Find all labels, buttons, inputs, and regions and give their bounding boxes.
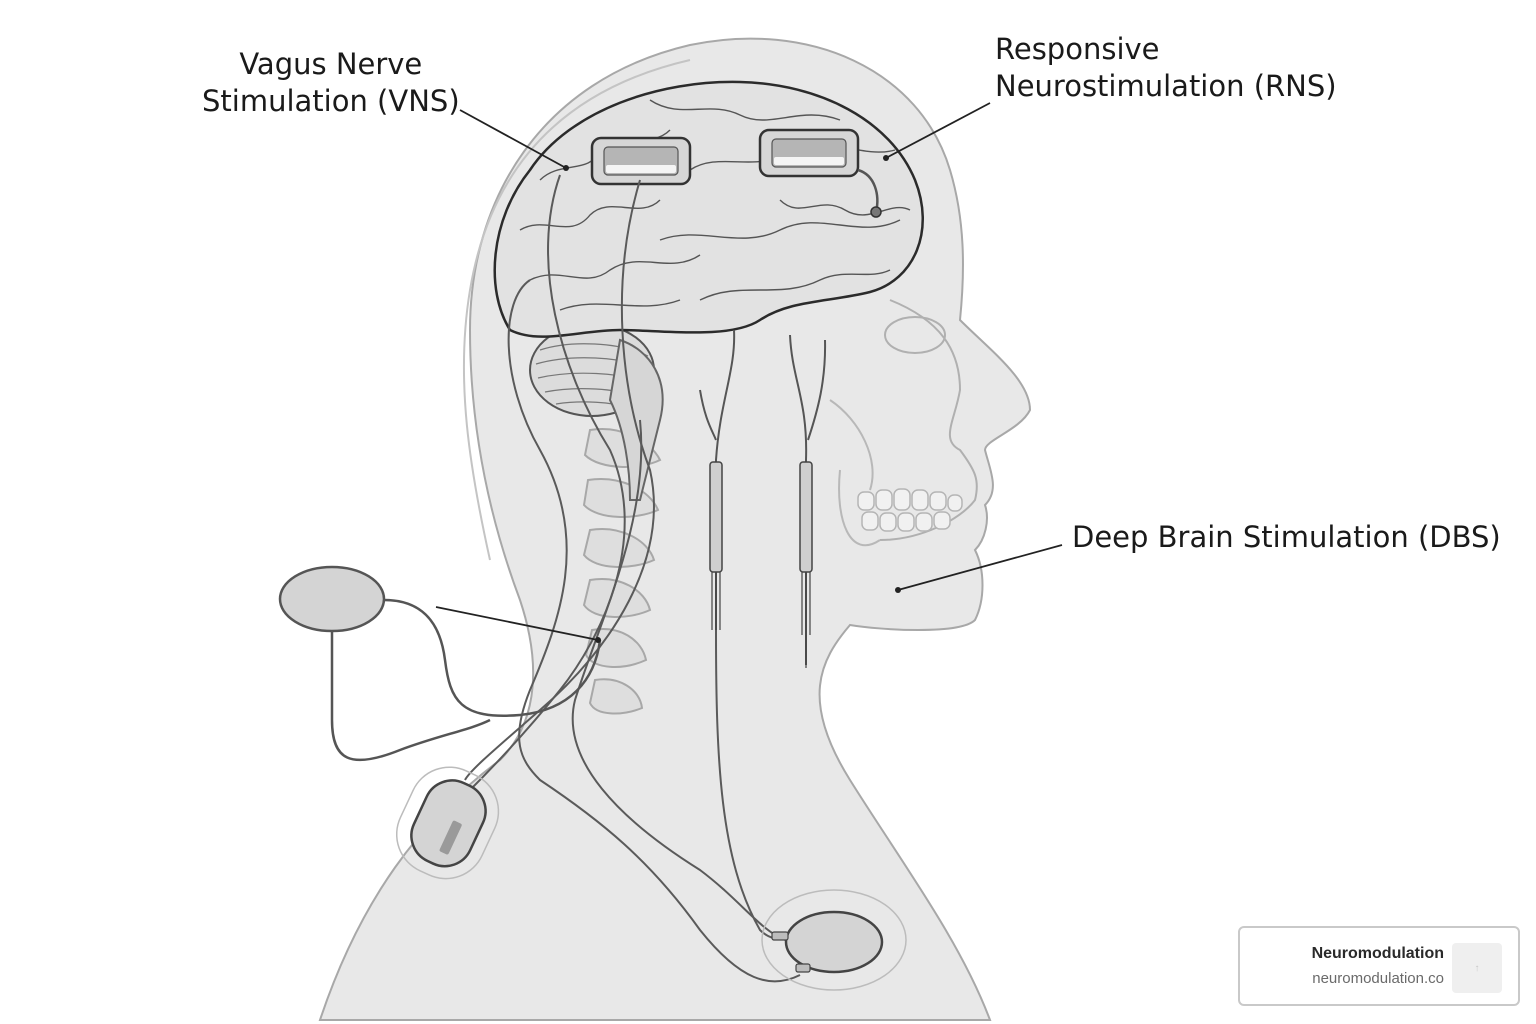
badge-url[interactable]: neuromodulation.co (1312, 970, 1444, 987)
dbs-electrode-right (799, 461, 813, 668)
label-vns-line2: Stimulation (VNS) (202, 84, 460, 118)
label-rns-line2: Neurostimulation (RNS) (995, 69, 1337, 103)
chest-device-upper (395, 766, 500, 880)
callout-lines (435, 102, 1063, 641)
badge-title: Neuromodulation (1311, 945, 1444, 962)
dbs-electrode-left (709, 461, 723, 630)
label-dbs: Deep Brain Stimulation (DBS) (1072, 520, 1501, 554)
lead-wires (464, 174, 801, 983)
dbs-leads (699, 329, 827, 665)
skin-contour (462, 59, 691, 561)
eye-socket (884, 316, 946, 354)
teeth (857, 488, 963, 532)
brainstem (608, 338, 664, 501)
rns-contact (870, 206, 882, 218)
jaw-line (829, 399, 881, 547)
vns-generator (278, 565, 602, 762)
label-vns-line1: Vagus Nerve (239, 47, 423, 81)
upload-arrow-icon: ↑ (1452, 943, 1502, 993)
rns-device-right (758, 128, 860, 178)
chest-device-lower (761, 889, 907, 991)
rns-device-left (590, 136, 692, 186)
label-rns: Responsive Neurostimulation (RNS) (995, 31, 1337, 105)
callout-dots (563, 155, 901, 643)
label-vns: Vagus Nerve Stimulation (VNS) (202, 46, 460, 120)
label-rns-line1: Responsive (995, 32, 1160, 66)
source-badge[interactable]: Neuromodulation neuromodulation.co ↑ (1238, 926, 1520, 1006)
